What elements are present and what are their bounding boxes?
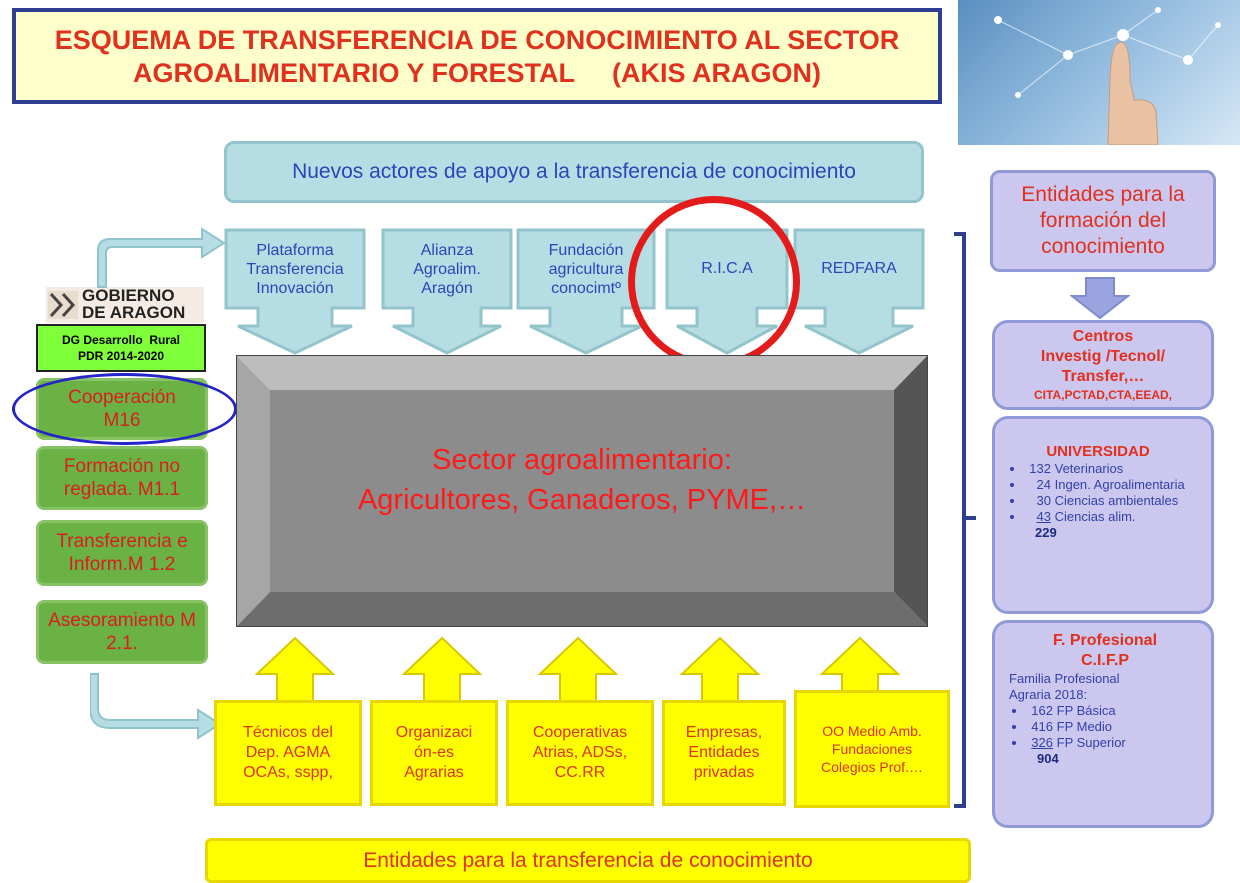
actor-box-alianza: Alianza Agroalim. Aragón — [381, 228, 513, 355]
actor-box-plataforma: Plataforma Transferencia Innovación — [224, 228, 366, 355]
actor-box-fundacion: Fundación agricultura conocimtº — [516, 228, 656, 355]
entity-label: Empresas, Entidades privadas — [685, 724, 763, 781]
measure-transferencia: Transferencia e Inform.M 1.2 — [36, 520, 208, 586]
down-arrow-icon — [793, 228, 925, 355]
up-arrow-icon — [538, 636, 618, 705]
universidad-box: UNIVERSIDAD 132 Veterinarios 24 Ingen. A… — [992, 416, 1214, 614]
up-arrow-icon — [255, 636, 335, 705]
new-actors-banner: Nuevos actores de apoyo a la transferenc… — [224, 141, 924, 203]
measure-formacion: Formación no reglada. M1.1 — [36, 446, 208, 510]
actor-label: Fundación agricultura conocimtº — [548, 241, 624, 297]
fp-title-2: C.I.F.P — [1080, 652, 1129, 669]
universidad-total: 229 — [1035, 525, 1057, 540]
right-header-box: Entidades para la formación del conocimi… — [990, 170, 1216, 272]
gobierno-aragon-logo: GOBIERNO DE ARAGON — [46, 287, 204, 323]
centros-box: Centros Investig /Tecnol/ Transfer,… CIT… — [992, 320, 1214, 410]
fp-list: 162 FP Básica 416 FP Medio 326 FP Superi… — [1009, 703, 1201, 751]
entity-oo-medio: OO Medio Amb. Fundaciones Colegios Prof.… — [794, 690, 950, 808]
transfer-entities-banner: Entidades para la transferencia de conoc… — [205, 838, 971, 883]
measure-label: Asesoramiento M 2.1. — [48, 610, 196, 654]
curved-arrow-down-icon — [90, 673, 222, 740]
rica-highlight-circle — [628, 196, 800, 368]
dg-line-1: DG Desarrollo Rural — [61, 333, 181, 347]
entity-tecnicos: Técnicos del Dep. AGMA OCAs, sspp, — [214, 700, 362, 806]
measure-label: Transferencia e Inform.M 1.2 — [56, 531, 188, 575]
list-item: 326 FP Superior — [1027, 735, 1201, 751]
list-item: 43 Ciencias alim. — [1025, 509, 1199, 525]
actor-label: Alianza Agroalim. Aragón — [413, 241, 481, 297]
universidad-list: 132 Veterinarios 24 Ingen. Agroalimentar… — [1007, 461, 1199, 525]
new-actors-banner-text: Nuevos actores de apoyo a la transferenc… — [292, 160, 856, 183]
dg-desarrollo-rural-box: DG Desarrollo Rural PDR 2014-2020 — [36, 324, 206, 372]
list-item: 162 FP Básica — [1027, 703, 1201, 719]
centros-line-4: CITA,PCTAD,CTA,EEAD, — [1034, 388, 1172, 402]
hand-network-image — [958, 0, 1240, 145]
right-header-text: Entidades para la formación del conocimi… — [1021, 183, 1185, 258]
logo-line-2: DE ARAGON — [82, 303, 186, 322]
entity-label: Organizaci ón-es Agrarias — [395, 724, 473, 781]
right-bracket — [954, 232, 976, 808]
title-line-1: ESQUEMA DE TRANSFERENCIA DE CONOCIMIENTO… — [54, 25, 900, 55]
actor-box-redfara: REDFARA — [793, 228, 925, 355]
cooperacion-highlight-ellipse — [12, 373, 237, 445]
universidad-title: UNIVERSIDAD — [1046, 443, 1150, 460]
entity-label: OO Medio Amb. Fundaciones Colegios Prof.… — [821, 723, 923, 775]
fp-title-1: F. Profesional — [1052, 632, 1158, 649]
entity-empresas: Empresas, Entidades privadas — [662, 700, 786, 806]
entity-label: Cooperativas Atrias, ADSs, CC.RR — [532, 724, 628, 781]
title-line-2: AGROALIMENTARIO Y FORESTAL (AKIS ARAGON) — [132, 58, 821, 88]
sector-line-1: Sector agroalimentario: — [432, 444, 732, 476]
fp-total: 904 — [1037, 751, 1059, 766]
list-item: 24 Ingen. Agroalimentaria — [1025, 477, 1199, 493]
fp-subtitle: Familia Profesional Agraria 2018: — [1009, 671, 1120, 702]
down-arrow-icon — [1070, 277, 1130, 320]
list-item: 30 Ciencias ambientales — [1025, 493, 1199, 509]
up-arrow-icon — [680, 636, 760, 705]
sector-line-2: Agricultores, Ganaderos, PYME,… — [357, 484, 807, 516]
centros-line-1: Centros — [1072, 328, 1134, 345]
actor-label: Plataforma Transferencia Innovación — [246, 241, 344, 297]
list-item: 132 Veterinarios — [1025, 461, 1199, 477]
down-arrow-icon — [224, 228, 366, 355]
entity-organizaciones: Organizaci ón-es Agrarias — [370, 700, 498, 806]
logo-line-1: GOBIERNO — [82, 286, 175, 305]
sector-bevel-frame — [236, 355, 928, 627]
entity-cooperativas: Cooperativas Atrias, ADSs, CC.RR — [506, 700, 654, 806]
fp-box: F. Profesional C.I.F.P Familia Profesion… — [992, 620, 1214, 828]
centros-line-2: Investig /Tecnol/ — [1040, 348, 1166, 365]
sector-box: Sector agroalimentario: Agricultores, Ga… — [270, 440, 894, 520]
dg-line-2: PDR 2014-2020 — [77, 349, 165, 363]
actor-label: REDFARA — [821, 260, 897, 277]
network-graphic — [994, 7, 1221, 145]
diagram-title: ESQUEMA DE TRANSFERENCIA DE CONOCIMIENTO… — [12, 8, 942, 104]
measure-asesoramiento: Asesoramiento M 2.1. — [36, 600, 208, 664]
centros-line-3: Transfer,… — [1061, 368, 1145, 385]
list-item: 416 FP Medio — [1027, 719, 1201, 735]
down-arrow-icon — [381, 228, 513, 355]
curved-arrow-up-icon — [97, 227, 226, 288]
measure-label: Formación no reglada. M1.1 — [63, 456, 181, 500]
entity-label: Técnicos del Dep. AGMA OCAs, sspp, — [243, 724, 333, 781]
transfer-entities-banner-text: Entidades para la transferencia de conoc… — [363, 848, 813, 872]
aragon-shield-icon — [48, 291, 78, 319]
up-arrow-icon — [402, 636, 482, 705]
